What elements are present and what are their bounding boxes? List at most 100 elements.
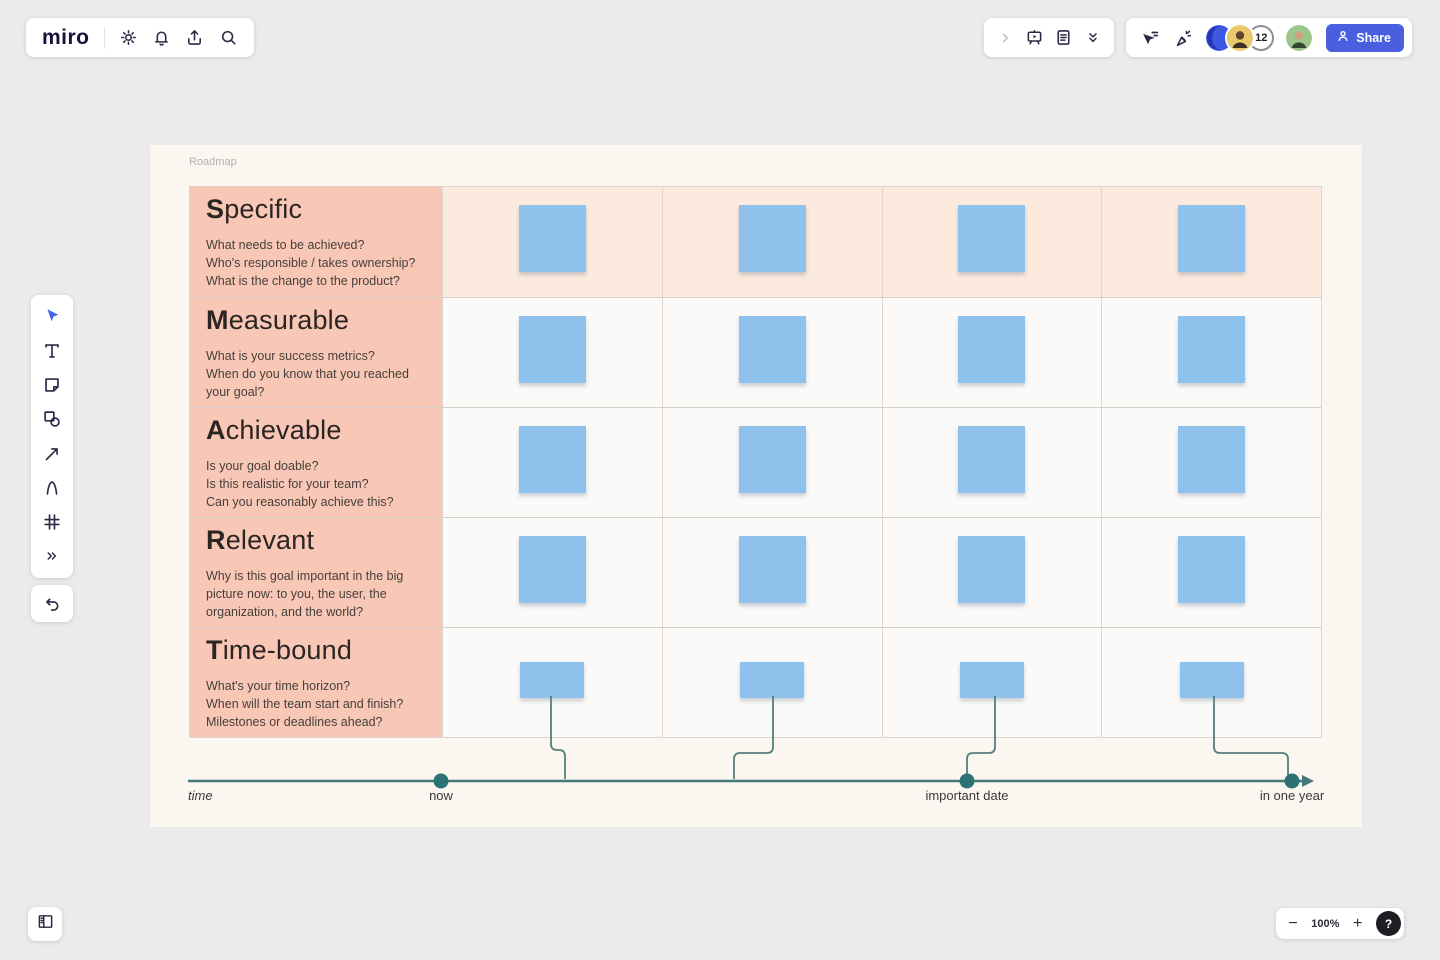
sticky-note[interactable] — [958, 426, 1026, 493]
zoom-level[interactable]: 100% — [1311, 917, 1340, 930]
sticky-note[interactable] — [1178, 316, 1246, 383]
share-label: Share — [1356, 30, 1391, 45]
frames-panel-toggle[interactable] — [28, 907, 62, 941]
sticky-note-tool-button[interactable] — [37, 371, 67, 399]
avatar[interactable] — [1206, 24, 1233, 51]
frame-tool-button[interactable] — [37, 508, 67, 536]
text-tool-button[interactable] — [37, 337, 67, 365]
timeline-label-now[interactable]: now — [429, 788, 453, 803]
sticky-note[interactable] — [738, 426, 806, 493]
grid-cell[interactable] — [661, 298, 882, 407]
presentation-easel-icon — [1024, 27, 1045, 48]
gear-icon — [118, 27, 139, 48]
notes-document-icon — [1053, 27, 1074, 48]
avatar[interactable] — [1227, 24, 1254, 51]
timeline-arrowhead — [1302, 775, 1314, 787]
row-label-relevant[interactable]: Relevant Why is this goal important in t… — [190, 518, 442, 627]
sticky-note[interactable] — [958, 536, 1026, 603]
sticky-note[interactable] — [1178, 426, 1246, 493]
timeline-dot-in-one-year — [1284, 773, 1300, 789]
sticky-note[interactable] — [959, 662, 1024, 698]
sticky-note[interactable] — [518, 536, 586, 603]
avatar[interactable] — [1286, 24, 1313, 51]
timeline-dot-now — [433, 773, 449, 789]
search-button[interactable] — [213, 22, 244, 54]
grid-cell[interactable] — [442, 518, 662, 627]
grid-cell[interactable] — [1101, 187, 1321, 297]
grid-cell[interactable] — [442, 628, 662, 737]
person-icon — [1336, 29, 1350, 46]
sticky-note[interactable] — [518, 316, 586, 383]
row-label-achievable[interactable]: Achievable Is your goal doable? Is this … — [190, 408, 442, 517]
grid-cell[interactable] — [442, 298, 662, 407]
grid-cell[interactable] — [881, 628, 1102, 737]
zoom-out-button[interactable]: − — [1288, 914, 1298, 932]
sticky-note[interactable] — [518, 205, 586, 272]
row-label-specific[interactable]: Specific What needs to be achieved? Who'… — [190, 187, 442, 297]
table-row: Specific What needs to be achieved? Who'… — [190, 187, 1321, 297]
grid-cell[interactable] — [881, 298, 1102, 407]
undo-button[interactable] — [37, 590, 67, 618]
present-button[interactable] — [1020, 22, 1050, 54]
grid-cell[interactable] — [1101, 408, 1321, 517]
follow-cursor-button[interactable] — [1134, 22, 1166, 54]
expand-toolbar-button[interactable] — [990, 22, 1020, 54]
row-questions: Why is this goal important in the big pi… — [206, 569, 404, 619]
shapes-tool-button[interactable] — [37, 405, 67, 433]
zoom-in-button[interactable]: + — [1353, 914, 1363, 932]
grid-cell[interactable] — [881, 187, 1102, 297]
grid-cell[interactable] — [1101, 628, 1321, 737]
sticky-note[interactable] — [738, 536, 806, 603]
sticky-note[interactable] — [958, 316, 1026, 383]
sticky-note-icon — [41, 374, 63, 396]
sticky-note[interactable] — [740, 662, 805, 698]
share-button[interactable]: Share — [1326, 23, 1404, 52]
shapes-icon — [41, 408, 63, 430]
row-questions: Is your goal doable? Is this realistic f… — [206, 459, 394, 509]
export-button[interactable] — [179, 22, 210, 54]
sticky-note[interactable] — [1178, 205, 1246, 272]
row-cells — [442, 408, 1321, 517]
notifications-button[interactable] — [146, 22, 177, 54]
sticky-note[interactable] — [738, 205, 806, 272]
sticky-note[interactable] — [1178, 536, 1246, 603]
grid-cell[interactable] — [661, 408, 882, 517]
grid-cell[interactable] — [1101, 518, 1321, 627]
grid-cell[interactable] — [661, 628, 882, 737]
row-label-time-bound[interactable]: Time-bound What's your time horizon? Whe… — [190, 628, 442, 737]
pen-tool-button[interactable] — [37, 474, 67, 502]
sticky-note[interactable] — [520, 662, 585, 698]
collapse-button[interactable] — [1079, 22, 1109, 54]
select-tool-button[interactable] — [37, 303, 67, 331]
timeline-label-time[interactable]: time — [188, 788, 213, 803]
sticky-note[interactable] — [518, 426, 586, 493]
connector-tool-button[interactable] — [37, 440, 67, 468]
bell-icon — [151, 27, 172, 48]
row-label-measurable[interactable]: Measurable What is your success metrics?… — [190, 298, 442, 407]
grid-cell[interactable] — [442, 408, 662, 517]
timeline-label-important-date[interactable]: important date — [925, 788, 1009, 803]
table-row: Relevant Why is this goal important in t… — [190, 517, 1321, 627]
grid-cell[interactable] — [442, 187, 662, 297]
frame-title[interactable]: Roadmap — [189, 156, 237, 168]
collaboration-toolbar: 12 Share — [1126, 18, 1412, 57]
row-heading: Specific — [206, 194, 303, 224]
settings-button[interactable] — [112, 22, 143, 54]
sticky-note[interactable] — [738, 316, 806, 383]
grid-cell[interactable] — [881, 518, 1102, 627]
grid-cell[interactable] — [881, 408, 1102, 517]
notes-button[interactable] — [1049, 22, 1079, 54]
grid-cell[interactable] — [661, 187, 882, 297]
miro-logo[interactable]: miro — [42, 25, 90, 49]
sticky-note[interactable] — [958, 205, 1026, 272]
table-row: Time-bound What's your time horizon? Whe… — [190, 627, 1321, 737]
reactions-button[interactable] — [1168, 22, 1200, 54]
frame-roadmap[interactable]: Roadmap Specific What needs to be achiev… — [150, 145, 1362, 827]
grid-cell[interactable] — [1101, 298, 1321, 407]
help-button[interactable]: ? — [1375, 911, 1401, 936]
grid-cell[interactable] — [661, 518, 882, 627]
timeline-label-in-one-year[interactable]: in one year — [1259, 788, 1325, 803]
party-popper-icon — [1173, 27, 1195, 49]
more-tools-button[interactable] — [37, 542, 67, 570]
sticky-note[interactable] — [1179, 662, 1244, 698]
